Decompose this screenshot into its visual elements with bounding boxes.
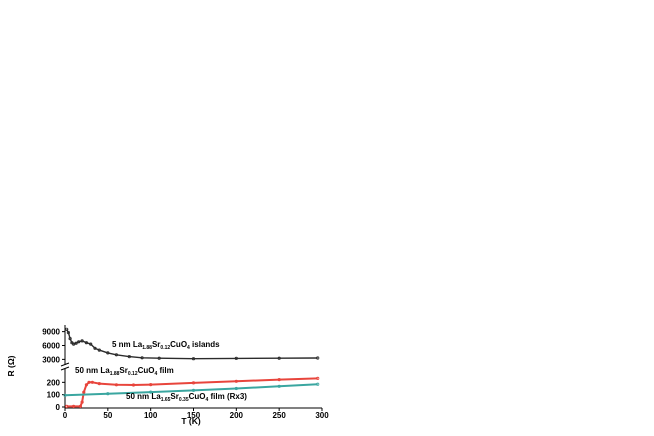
series-point-3 xyxy=(149,390,153,394)
x-tick-label: 0 xyxy=(63,411,68,420)
series-point-3 xyxy=(63,393,67,397)
series-label-2: 50 nm La1.88Sr0.12CuO4 film xyxy=(75,366,174,377)
label-text: 50 nm La xyxy=(75,366,110,375)
series-point-1 xyxy=(84,341,89,345)
series-point-1 xyxy=(66,330,71,335)
y-tick-label-upper: 9000 xyxy=(42,328,60,337)
series-point-2 xyxy=(277,377,281,382)
y-tick-label-lower: 200 xyxy=(47,378,61,387)
series-line-3 xyxy=(64,383,318,397)
series-point-3 xyxy=(234,386,238,391)
y-tick-label-lower: 0 xyxy=(56,403,61,412)
axis-ticks: 0 50 100 150 200 250 300 3000 6000 9000 0 100 200 xyxy=(42,328,329,420)
y-tick-label-upper: 3000 xyxy=(42,355,60,364)
label-subscript: 1.88 xyxy=(142,345,152,351)
label-text: film xyxy=(157,366,173,375)
series-point-1 xyxy=(65,327,69,331)
label-text: Sr xyxy=(170,392,178,401)
x-tick-label: 50 xyxy=(103,411,112,420)
series-point-1 xyxy=(68,336,72,341)
x-tick-label: 250 xyxy=(272,411,286,420)
x-tick-label: 100 xyxy=(144,411,158,420)
series-point-1 xyxy=(74,341,78,345)
series-point-1 xyxy=(316,356,320,360)
series-point-2 xyxy=(234,379,238,383)
series-point-2 xyxy=(84,383,89,387)
label-text: CuO xyxy=(138,366,155,375)
label-subscript: 1.65 xyxy=(161,397,171,403)
series-point-2 xyxy=(87,380,91,384)
series-point-1 xyxy=(89,342,93,346)
series-point-1 xyxy=(140,356,144,360)
series-point-2 xyxy=(78,404,83,408)
label-subscript: 4 xyxy=(206,397,209,403)
series-line-2 xyxy=(66,377,318,408)
label-text: Sr xyxy=(119,366,127,375)
series-point-2 xyxy=(80,400,84,404)
label-subscript: 0.35 xyxy=(179,397,189,403)
series-point-1 xyxy=(80,339,84,343)
series-point-3 xyxy=(191,388,196,392)
x-tick-label: 200 xyxy=(230,411,244,420)
label-text: CuO xyxy=(189,392,206,401)
series-point-1 xyxy=(234,356,238,360)
x-tick-label: 300 xyxy=(315,411,329,420)
y-axis-title: R (Ω) xyxy=(6,355,16,376)
series-point-1 xyxy=(277,356,281,360)
x-axis-title: T (K) xyxy=(181,416,201,426)
series-point-1 xyxy=(106,351,110,355)
series-point-3 xyxy=(316,382,320,386)
data-series xyxy=(63,327,320,408)
series-point-3 xyxy=(106,392,110,396)
label-text: CuO xyxy=(170,340,187,349)
axis-break-mark xyxy=(60,362,70,371)
label-text: islands xyxy=(190,340,220,349)
series-point-1 xyxy=(97,348,101,352)
series-point-1 xyxy=(157,356,161,360)
series-point-2 xyxy=(97,381,101,386)
series-point-2 xyxy=(191,381,196,385)
label-text: Sr xyxy=(152,340,160,349)
series-point-1 xyxy=(93,346,97,350)
label-text: 5 nm La xyxy=(112,340,143,349)
series-point-1 xyxy=(77,340,81,344)
label-subscript: 0.12 xyxy=(128,371,138,377)
series-point-2 xyxy=(82,390,86,394)
series-point-2 xyxy=(90,380,95,384)
y-tick-label-lower: 100 xyxy=(47,391,61,400)
series-label-3: 50 nm La1.65Sr0.35CuO4 film (Rx3) xyxy=(126,392,247,403)
series-point-3 xyxy=(277,384,281,388)
series-point-2 xyxy=(316,376,320,380)
label-subscript: 4 xyxy=(187,345,190,351)
series-point-2 xyxy=(131,383,136,387)
y-tick-label-upper: 6000 xyxy=(42,342,60,351)
series-point-2 xyxy=(149,382,153,387)
label-text: film (Rx3) xyxy=(208,392,247,401)
series-point-1 xyxy=(191,357,196,361)
label-subscript: 1.88 xyxy=(110,371,120,377)
label-subscript: 0.12 xyxy=(160,345,170,351)
series-point-2 xyxy=(114,383,119,387)
x-tick-label: 150 xyxy=(187,411,201,420)
series-point-1 xyxy=(127,354,131,359)
label-text: 50 nm La xyxy=(126,392,161,401)
series-point-1 xyxy=(114,353,119,357)
series-label-1: 5 nm La1.88Sr0.12CuO4 islands xyxy=(112,340,220,351)
series-point-2 xyxy=(65,404,69,408)
series-point-2 xyxy=(72,404,76,408)
label-subscript: 4 xyxy=(155,371,158,377)
